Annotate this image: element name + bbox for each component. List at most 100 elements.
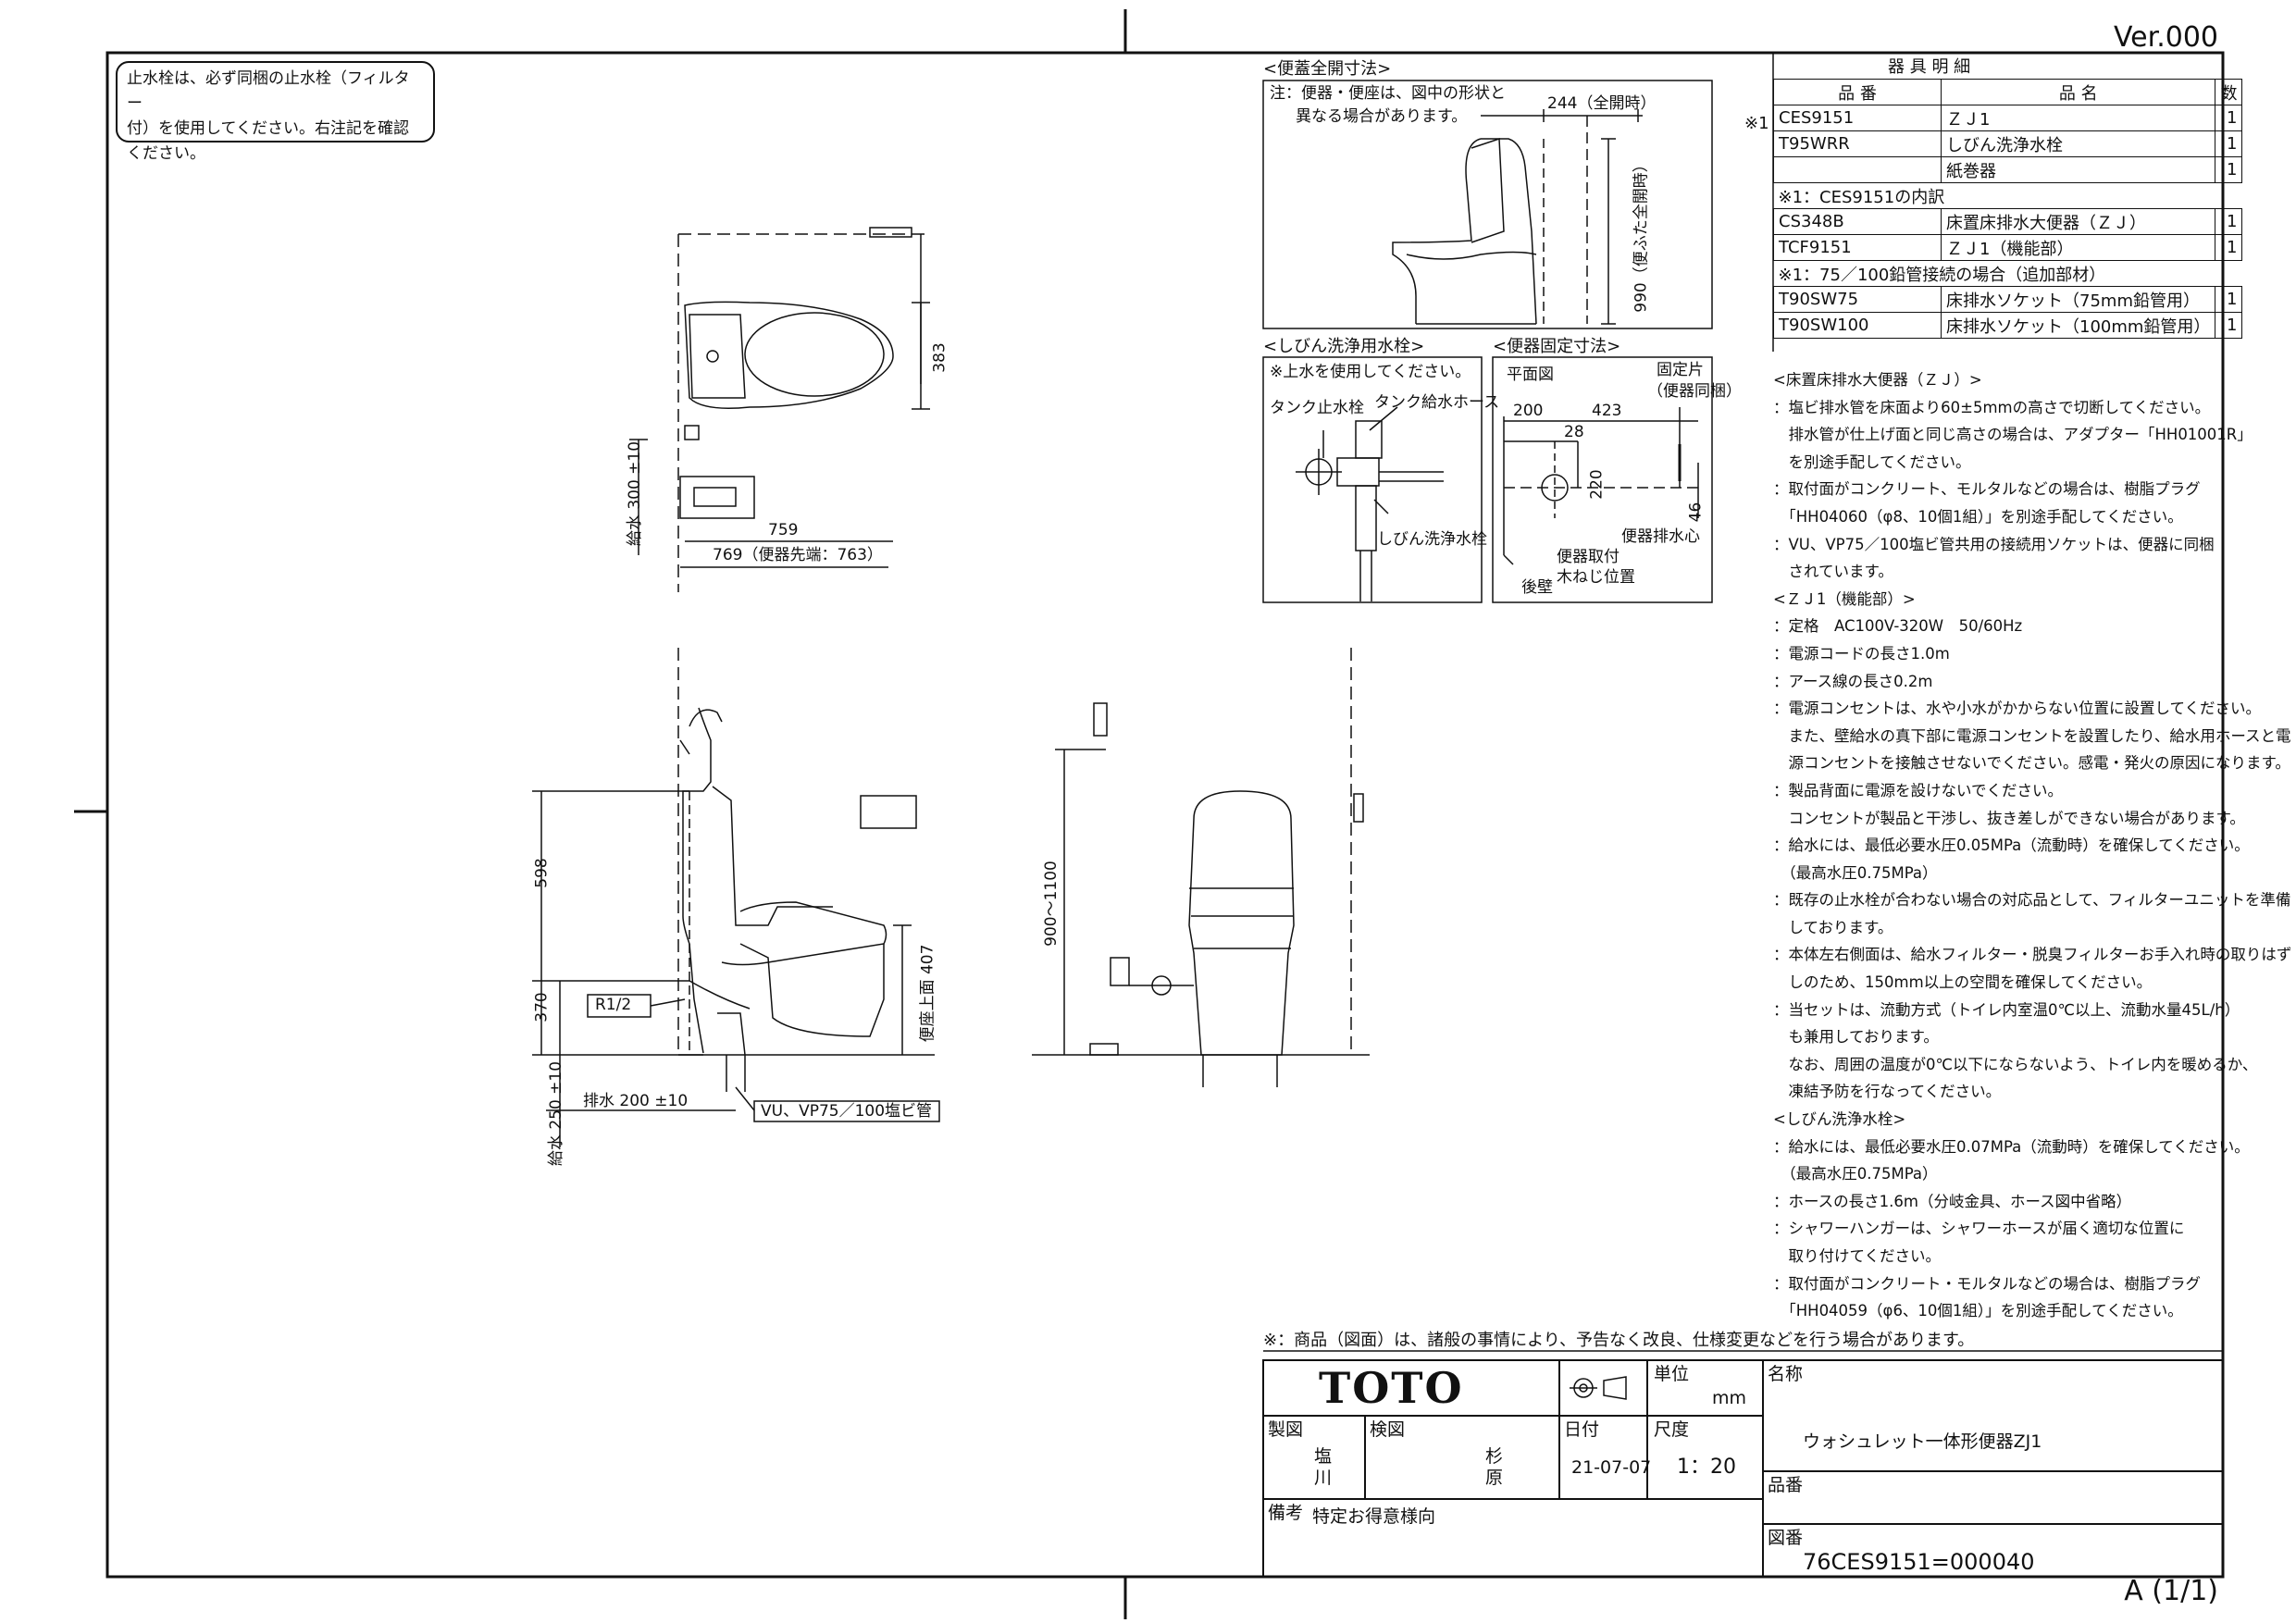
- install-note: 止水栓は、必ず同梱の止水栓（フィルター 付）を使用してください。右注記を確認 く…: [116, 61, 435, 163]
- faucet-note: ※上水を使用してください。: [1270, 363, 1471, 381]
- table-header-row: 品 番 品 名 数: [1773, 79, 2243, 105]
- spec-line: ：既存の止水栓が合わない場合の対応品として、フィルターユニットを準備: [1773, 891, 2291, 910]
- remarks-value: 特定お得意様向: [1312, 1506, 1436, 1527]
- fixing-bracket-label: （便器同梱）: [1647, 382, 1742, 401]
- spec-line: 凍結予防を行なってください。: [1773, 1083, 2002, 1101]
- part-qty: 1: [2215, 105, 2243, 131]
- spec-line: なお、周囲の温度が0℃以下にならないよう、トイレ内を暖めるか、: [1773, 1055, 2258, 1073]
- extra-title: ※1：75／100鉛管接続の場合（追加部材）: [1773, 260, 2242, 287]
- toto-logo: TOTO: [1319, 1363, 1464, 1413]
- breakdown-title-row: ※1：CES9151の内訳: [1773, 182, 2242, 209]
- spec-line: <床置床排水大便器（ＺＪ）>: [1773, 371, 1982, 389]
- spec-line: ：定格 AC100V-320W 50/60Hz: [1773, 617, 2023, 636]
- spec-line: ：当セットは、流動方式（トイレ内室温0℃以上、流動水量45L/h）: [1773, 1000, 2240, 1019]
- spec-line: ：シャワーハンガーは、シャワーホースが届く適切な位置に: [1773, 1220, 2185, 1238]
- fixing-sketch: [1503, 407, 1699, 565]
- part-code: T95WRR: [1773, 130, 1942, 157]
- part-code: TCF9151: [1773, 234, 1942, 261]
- spec-line: ：電源コンセントは、水や小水がかからない位置に設置してください。: [1773, 700, 2262, 718]
- checked-by: 杉: [1485, 1446, 1504, 1467]
- title-block-grid: [1262, 1350, 2224, 1578]
- fixing-bracket-label: 固定片: [1657, 361, 1704, 379]
- faucet-sketch: [1296, 406, 1444, 601]
- spec-line: ：電源コードの長さ1.0m: [1773, 644, 1950, 663]
- spec-line: ：給水には、最低必要水圧0.05MPa（流動時）を確保してください。: [1773, 836, 2250, 855]
- drawn-label: 製図: [1268, 1419, 1304, 1440]
- part-qty: 1: [2215, 286, 2243, 313]
- breakdown-title: ※1：CES9151の内訳: [1773, 182, 2242, 209]
- plan-dim-759: 759: [768, 521, 799, 539]
- fixing-dim-28: 28: [1564, 423, 1584, 441]
- faucet-view-title: <しびん洗浄用水栓>: [1263, 337, 1425, 356]
- table-row: 紙巻器 1: [1773, 156, 2243, 183]
- spec-line: 取り付けてください。: [1773, 1247, 1942, 1265]
- fixing-dim-423: 423: [1592, 402, 1622, 420]
- checked-label: 検図: [1370, 1419, 1406, 1440]
- part-name: 床排水ソケット（75mm鉛管用）: [1940, 286, 2216, 313]
- drawing-number: 76CES9151=000040: [1803, 1549, 2035, 1575]
- faucet-view-box: [1262, 356, 1483, 603]
- faucet-label-faucet: しびん洗浄水栓: [1377, 530, 1487, 549]
- spec-line: また、壁給水の真下部に電源コンセントを設置したり、給水用ホースと電: [1773, 726, 2291, 745]
- part-name: ＺＪ1: [1940, 105, 2216, 131]
- plan-view: [629, 227, 930, 592]
- fixing-dim-220: 220: [1587, 469, 1607, 500]
- projection-symbol: [1570, 1376, 1627, 1400]
- part-qty: 1: [2215, 312, 2243, 339]
- table-row: CES9151 ＺＪ1 1: [1773, 105, 2243, 131]
- part-code: T90SW75: [1773, 286, 1942, 313]
- fixing-wall-label: 後壁: [1521, 578, 1553, 597]
- header-name: 品 名: [1940, 79, 2216, 105]
- plan-supply-dim: 給水 300 ±10: [626, 440, 645, 547]
- spec-line: しております。: [1773, 918, 1893, 936]
- fixing-drain-label: 便器排水心: [1621, 527, 1700, 546]
- revision-label: A (1/1): [2124, 1575, 2218, 1607]
- spec-line: ：取付面がコンクリート、モルタルなどの場合は、樹脂プラグ: [1773, 480, 2201, 499]
- fixing-view-box: [1492, 356, 1713, 603]
- parts-mark: ※1: [1744, 114, 1769, 133]
- spec-line: 源コンセントを接触させないでください。感電・発火の原因になります。: [1773, 754, 2290, 773]
- faucet-label-stop: タンク止水栓: [1270, 399, 1364, 417]
- spec-line: されています。: [1773, 563, 1893, 581]
- elev-supply-dim: 給水 250 ±10: [547, 1060, 566, 1167]
- spec-notes: <床置床排水大便器（ＺＪ）> ：塩ビ排水管を床面より60±5mmの高さで切断して…: [1773, 366, 2291, 1325]
- part-name: ＺＪ1（機能部）: [1940, 234, 2216, 261]
- spec-line: しのため、150mm以上の空間を確保してください。: [1773, 973, 2153, 992]
- part-qty: 1: [2215, 156, 2243, 183]
- table-row: T95WRR しびん洗浄水栓 1: [1773, 130, 2243, 157]
- part-name: しびん洗浄水栓: [1940, 130, 2216, 157]
- spec-line: 排水管が仕上げ面と同じ高さの場合は、アダプター「HH01001R」: [1773, 426, 2253, 444]
- fixing-dim-46: 46: [1686, 502, 1706, 523]
- date-label: 日付: [1564, 1419, 1600, 1440]
- spec-line: 「HH04059（φ6、10個1組）」を別途手配してください。: [1773, 1302, 2183, 1320]
- version-label: Ver.000: [2113, 21, 2218, 54]
- spec-line: ：アース線の長さ0.2m: [1773, 672, 1933, 690]
- spec-line: ：製品背面に電源を設けないでください。: [1773, 781, 2064, 799]
- remarks-label: 備考: [1268, 1503, 1304, 1523]
- header-code: 品 番: [1773, 79, 1942, 105]
- faucet-label-hose: タンク給水ホース: [1374, 393, 1500, 412]
- lid-view-box: [1262, 80, 1713, 329]
- fixing-plan-label: 平面図: [1507, 365, 1554, 384]
- side-elevation: [532, 648, 940, 1147]
- lid-view-title: <便蓋全開寸法>: [1263, 59, 1392, 79]
- part-qty: 1: [2215, 234, 2243, 261]
- spec-line: コンセントが製品と干渉し、抜き差しができない場合があります。: [1773, 809, 2245, 827]
- part-qty: 1: [2215, 208, 2243, 235]
- product-name: ウォシュレット一体形便器ZJ1: [1803, 1431, 2042, 1452]
- table-row: T90SW100 床排水ソケット（100mm鉛管用） 1: [1773, 312, 2243, 339]
- lid-view-note-line: 注：便器・便座は、図中の形状と: [1270, 84, 1506, 103]
- parts-table-title: 器 具 明 細: [1888, 57, 1971, 77]
- spec-line: ：本体左右側面は、給水フィルター・脱臭フィルターお手入れ時の取りはず: [1773, 946, 2292, 964]
- part-code: CES9151: [1773, 105, 1942, 131]
- disclaimer: ※：商品（図面）は、諸般の事情により、予告なく改良、仕様変更などを行う場合があり…: [1263, 1331, 1975, 1350]
- elev-drain-dim: 排水 200 ±10: [583, 1092, 689, 1110]
- part-name: 床置床排水大便器（ＺＪ）: [1940, 208, 2216, 235]
- spec-line: （最高水圧0.75MPa）: [1773, 1165, 1938, 1183]
- header-qty: 数: [2215, 79, 2243, 105]
- drawn-by: 川: [1314, 1468, 1333, 1488]
- name-label: 名称: [1768, 1364, 1804, 1384]
- date-value: 21-07-07: [1571, 1457, 1652, 1478]
- checked-by: 原: [1485, 1468, 1504, 1488]
- spec-line: <しびん洗浄水栓>: [1773, 1110, 1906, 1129]
